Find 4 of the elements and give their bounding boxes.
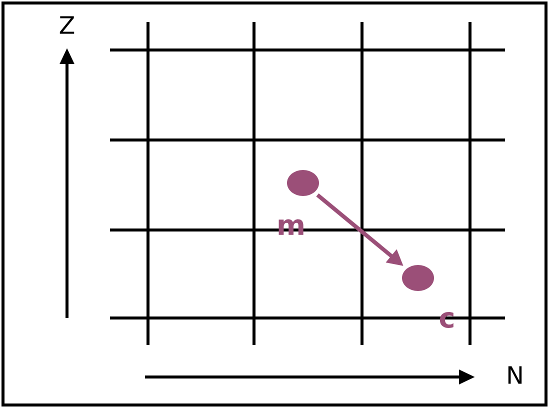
- axis-label: N: [508, 366, 522, 384]
- dot: [402, 265, 434, 291]
- axis-label: Z: [60, 16, 74, 34]
- dot: [287, 170, 319, 196]
